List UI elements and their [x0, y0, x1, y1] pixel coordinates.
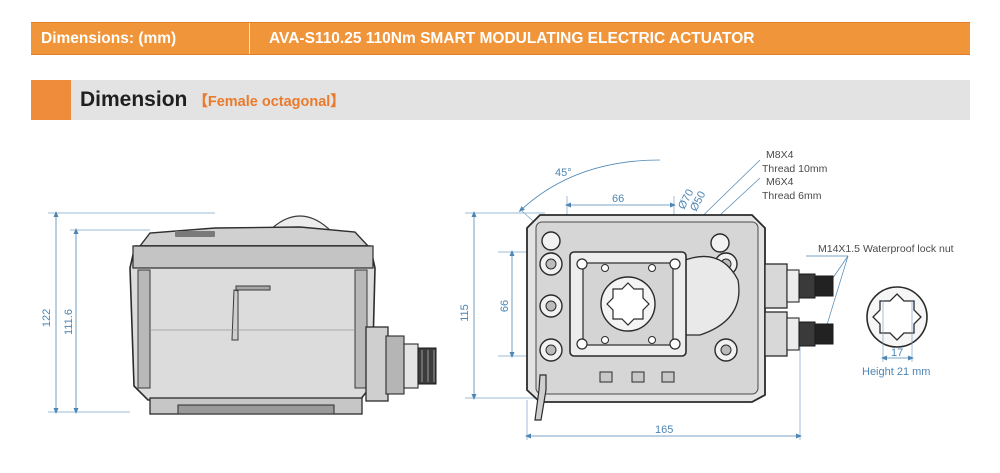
dim-width: 165 [655, 424, 673, 436]
dim-angle: 45° [555, 167, 572, 179]
octagonal-drive-detail: 17 Height 21 mm [862, 286, 930, 378]
dimensions-unit-label: Dimensions: (mm) [41, 30, 177, 47]
section-heading-bar: Dimension 【Female octagonal】 [31, 80, 970, 120]
section-title-text: Dimension [80, 88, 188, 111]
bolt-1-thread: Thread 10mm [762, 163, 828, 175]
side-view-actuator: 122 111.6 [41, 211, 437, 415]
section-accent-block [31, 80, 71, 120]
dim-height: 115 [459, 304, 471, 322]
bolt-2-label: M6X4 [766, 176, 794, 188]
dim-height-total: 122 [41, 309, 53, 327]
gland-note: M14X1.5 Waterproof lock nut [818, 243, 954, 255]
height-note: Height 21 mm [862, 366, 930, 378]
dim-arc-45 [518, 159, 661, 213]
dim-mount-height: 66 [499, 300, 511, 312]
bolt-2-thread: Thread 6mm [762, 190, 822, 202]
top-view-actuator: 45° 66 66 115 165 Ø70 Ø50 M8X4 Thread 10… [459, 149, 954, 440]
header-bar: Dimensions: (mm) AVA-S110.25 110Nm SMART… [31, 22, 970, 55]
section-title: Dimension 【Female octagonal】 [80, 80, 345, 120]
dim-height-body: 111.6 [63, 309, 75, 335]
header-divider [249, 23, 250, 54]
dim-mount-width: 66 [612, 193, 624, 205]
dim-across: 17 [891, 347, 903, 359]
bolt-1-label: M8X4 [766, 149, 794, 161]
section-subtitle: 【Female octagonal】 [193, 94, 345, 110]
model-title: AVA-S110.25 110Nm SMART MODULATING ELECT… [269, 30, 755, 47]
